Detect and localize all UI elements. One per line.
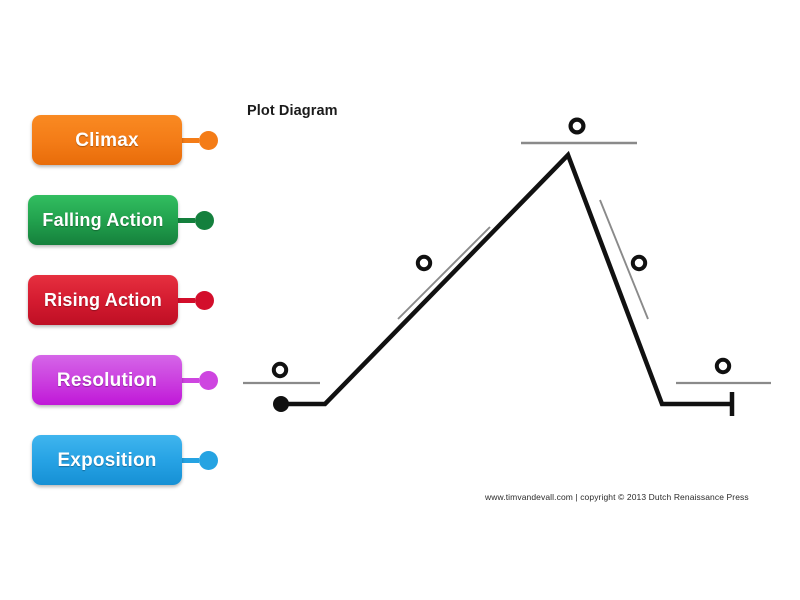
label-chip-rising-action[interactable]: Rising Action [28, 273, 214, 327]
chip-label-falling-action: Falling Action [42, 210, 164, 230]
plot-line [280, 150, 733, 407]
chip-body-exposition[interactable]: Exposition [32, 435, 182, 485]
chip-label-exposition: Exposition [57, 449, 157, 471]
connector-knob-resolution[interactable] [199, 370, 218, 390]
connector-rising-action [178, 290, 214, 310]
chip-label-rising-action: Rising Action [44, 290, 162, 310]
connector-exposition [182, 450, 218, 470]
start-dot [273, 396, 289, 412]
connector-knob-rising-action[interactable] [195, 290, 214, 310]
connector-climax [182, 130, 218, 150]
climax-slot-circle-icon[interactable] [568, 117, 586, 135]
label-chip-falling-action[interactable]: Falling Action [28, 193, 214, 247]
label-chip-resolution[interactable]: Resolution [32, 353, 218, 407]
connector-knob-falling-action[interactable] [195, 210, 214, 230]
connector-knob-exposition[interactable] [199, 450, 218, 470]
label-chip-exposition[interactable]: Exposition [32, 433, 218, 487]
rising-action-answer-rule[interactable] [397, 226, 491, 320]
connector-knob-climax[interactable] [199, 130, 218, 150]
chip-body-rising-action[interactable]: Rising Action [28, 275, 178, 325]
connector-stem-falling-action [178, 217, 195, 223]
page-title: Plot Diagram [247, 103, 338, 119]
connector-stem-exposition [182, 457, 199, 463]
connector-stem-rising-action [178, 297, 195, 303]
chip-label-resolution: Resolution [56, 369, 158, 391]
falling-action-answer-rule[interactable] [599, 199, 649, 320]
chip-body-falling-action[interactable]: Falling Action [28, 195, 178, 245]
rising-action-slot-circle-icon[interactable] [415, 254, 433, 272]
chip-body-resolution[interactable]: Resolution [32, 355, 182, 405]
copyright-credit: www.timvandevall.com | copyright © 2013 … [485, 492, 749, 502]
resolution-slot-circle-icon[interactable] [714, 357, 732, 375]
label-chip-climax[interactable]: Climax [32, 113, 218, 167]
chip-label-climax: Climax [75, 129, 139, 151]
exposition-slot-circle-icon[interactable] [271, 361, 289, 379]
connector-stem-resolution [182, 377, 199, 383]
connector-resolution [182, 370, 218, 390]
connector-stem-climax [182, 137, 199, 143]
falling-action-slot-circle-icon[interactable] [630, 254, 648, 272]
connector-falling-action [178, 210, 214, 230]
chip-body-climax[interactable]: Climax [32, 115, 182, 165]
